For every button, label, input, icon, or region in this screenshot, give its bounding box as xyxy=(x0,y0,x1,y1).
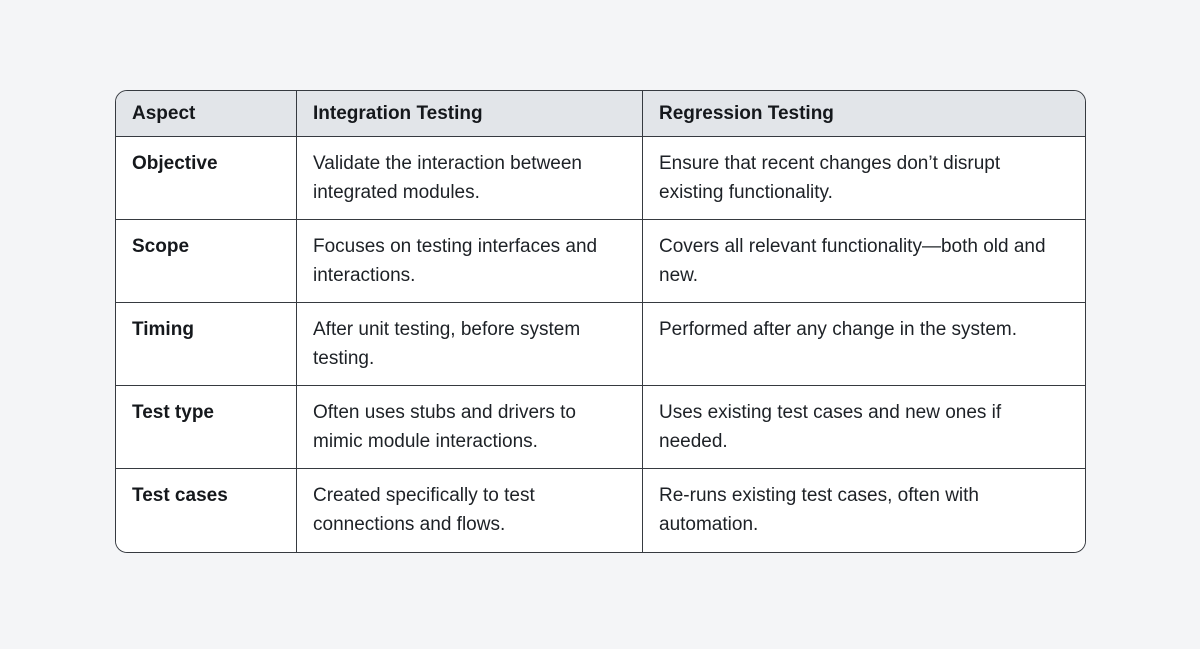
aspect-cell-test-type: Test type xyxy=(116,386,297,469)
aspect-cell-test-cases: Test cases xyxy=(116,469,297,552)
comparison-table: Aspect Integration Testing Regression Te… xyxy=(115,90,1086,553)
aspect-cell-timing: Timing xyxy=(116,303,297,386)
regression-cell-test-cases: Re-runs existing test cases, often with … xyxy=(643,469,1085,552)
aspect-cell-objective: Objective xyxy=(116,137,297,220)
integration-cell-timing: After unit testing, before system testin… xyxy=(297,303,643,386)
regression-cell-objective: Ensure that recent changes don’t disrupt… xyxy=(643,137,1085,220)
regression-cell-timing: Performed after any change in the system… xyxy=(643,303,1085,386)
header-cell-regression-testing: Regression Testing xyxy=(643,91,1085,137)
header-cell-aspect: Aspect xyxy=(116,91,297,137)
integration-cell-test-cases: Created specifically to test connections… xyxy=(297,469,643,552)
regression-cell-scope: Covers all relevant functionality—both o… xyxy=(643,220,1085,303)
comparison-table-grid: Aspect Integration Testing Regression Te… xyxy=(116,91,1085,552)
aspect-cell-scope: Scope xyxy=(116,220,297,303)
integration-cell-scope: Focuses on testing interfaces and intera… xyxy=(297,220,643,303)
integration-cell-test-type: Often uses stubs and drivers to mimic mo… xyxy=(297,386,643,469)
header-cell-integration-testing: Integration Testing xyxy=(297,91,643,137)
regression-cell-test-type: Uses existing test cases and new ones if… xyxy=(643,386,1085,469)
integration-cell-objective: Validate the interaction between integra… xyxy=(297,137,643,220)
